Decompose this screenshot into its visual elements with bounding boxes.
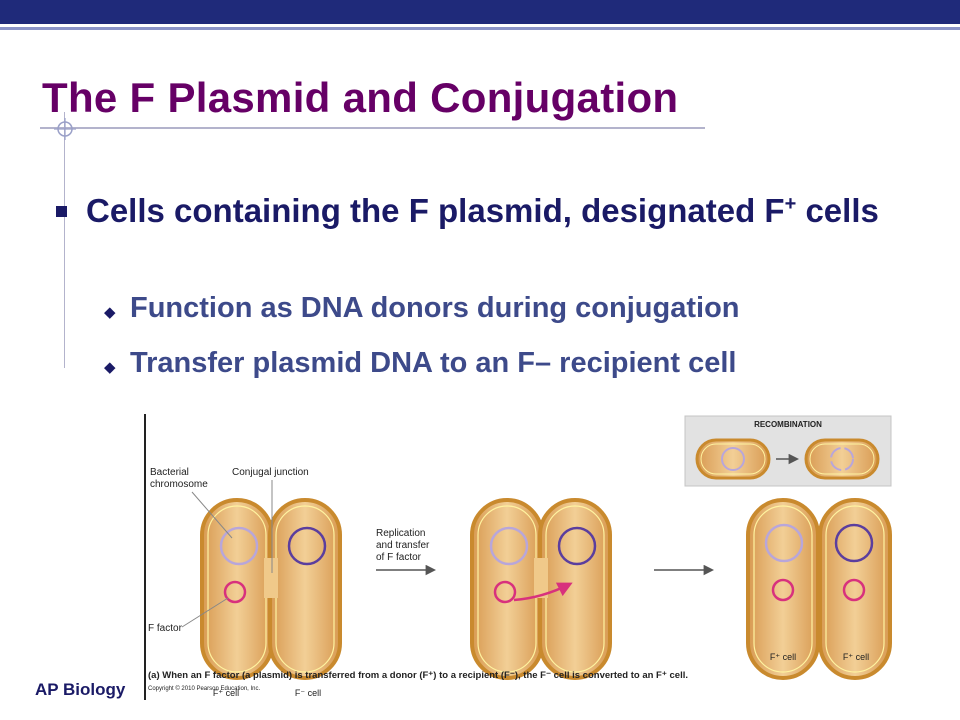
- cell-pair-2: [470, 498, 612, 680]
- top-banner: [0, 0, 960, 30]
- bullet-main-text: Cells containing the F plasmid, designat…: [86, 192, 785, 229]
- figure-caption: (a) When an F factor (a plasmid) is tran…: [148, 670, 688, 681]
- vertical-rule: [64, 112, 65, 368]
- cell-label-fplus-3: F⁺ cell: [843, 652, 869, 662]
- label-and-transfer: and transfer: [376, 540, 430, 551]
- slide-title: The F Plasmid and Conjugation: [42, 74, 679, 121]
- recombination-label: RECOMBINATION: [754, 420, 822, 429]
- diamond-bullet-icon: ◆: [104, 359, 116, 376]
- title-underline: [40, 127, 705, 129]
- sub-bullet-1: Function as DNA donors during conjugatio…: [130, 292, 740, 324]
- cell-label-fminus-1: F⁻ cell: [295, 688, 321, 698]
- cell-label-fplus-2: F⁺ cell: [770, 652, 796, 662]
- cell-pair-3: [746, 498, 892, 680]
- square-bullet-icon: [56, 206, 67, 217]
- label-conjugal-junction: Conjugal junction: [232, 467, 309, 478]
- recombination-inset: RECOMBINATION: [684, 415, 892, 487]
- figure-copyright: Copyright © 2010 Pearson Education, Inc.: [148, 685, 260, 692]
- cell-label-fplus-1: F⁺ cell: [213, 688, 239, 698]
- bullet-main-end: cells: [796, 192, 879, 229]
- diamond-bullet-icon: ◆: [104, 304, 116, 321]
- cell-pair-1: [200, 498, 342, 680]
- footer-label: AP Biology: [35, 680, 126, 699]
- label-replication: Replication: [376, 528, 425, 539]
- label-bacterial: Bacterial: [150, 467, 189, 478]
- crosshair-icon: [54, 118, 76, 140]
- label-chromosome: chromosome: [150, 479, 208, 490]
- label-f-factor: F factor: [148, 623, 183, 634]
- conjugation-figure: RECOMBINATION Bacterial chromosome Conju…: [142, 408, 902, 708]
- bullet-main-sup: +: [784, 193, 797, 215]
- sub-bullet-2: Transfer plasmid DNA to an F– recipient …: [130, 347, 737, 379]
- bullet-main: Cells containing the F plasmid, designat…: [86, 188, 916, 233]
- label-of-f-factor: of F factor: [376, 552, 422, 563]
